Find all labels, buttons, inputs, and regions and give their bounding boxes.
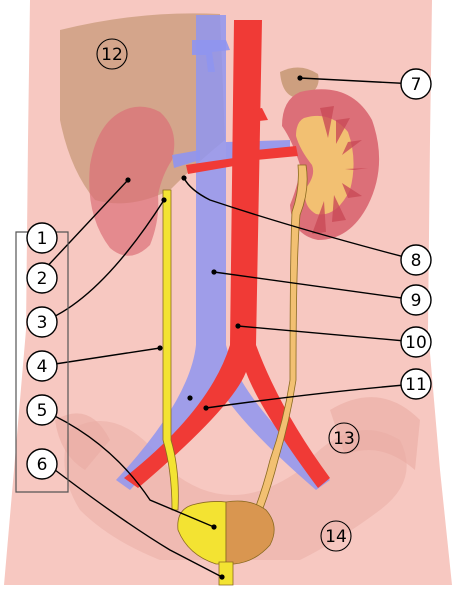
label-2: 2 [26, 262, 58, 294]
renal-pyramids [312, 106, 368, 234]
leader-dot [297, 75, 303, 81]
leader-dot [125, 177, 131, 183]
label-number: 2 [37, 269, 48, 289]
label-circle [26, 448, 58, 480]
renal-pyramid [342, 140, 362, 155]
label-number: 14 [325, 527, 347, 547]
label-circle [400, 368, 432, 400]
label-14: 14 [320, 520, 352, 552]
renal-vein-left [172, 150, 200, 168]
label-number: 10 [405, 333, 427, 353]
label-number: 1 [37, 229, 48, 249]
label-number: 13 [333, 429, 355, 449]
kidney-left-image [89, 106, 175, 256]
label-13: 13 [328, 422, 360, 454]
renal-pyramid [332, 195, 346, 222]
label-5: 5 [26, 394, 58, 426]
renal-pyramid [320, 106, 334, 138]
label-9: 9 [400, 284, 432, 316]
label-7: 7 [400, 68, 432, 100]
left-hip-shadow [55, 413, 110, 470]
label-circle [26, 262, 58, 294]
label-circle [96, 38, 128, 70]
leader-dot [187, 395, 193, 401]
inferior-vena-cava [116, 15, 330, 490]
label-6: 6 [26, 448, 58, 480]
leader-dot [203, 405, 209, 411]
leader-dot [211, 269, 217, 275]
leader-lines [41, 77, 417, 578]
renal-pyramid [336, 118, 350, 144]
label-circle [26, 394, 58, 426]
label-number: 5 [37, 401, 48, 421]
renal-artery-left [186, 158, 234, 174]
label-circle [400, 244, 432, 276]
leader-dot [211, 524, 217, 530]
label-10: 10 [400, 326, 432, 358]
label-circle [26, 222, 58, 254]
label-8: 8 [400, 244, 432, 276]
label-number: 6 [37, 455, 48, 475]
leader-dot [161, 197, 167, 203]
label-number: 3 [37, 313, 48, 333]
label-circle [328, 422, 360, 454]
right-hip-shadow [330, 397, 420, 470]
renal-pyramid [345, 168, 368, 170]
leader-dot [219, 574, 225, 580]
leader-dots [125, 75, 303, 580]
renal-artery-right [256, 146, 298, 160]
ureter-left-image [162, 189, 179, 511]
label-number: 12 [101, 45, 123, 65]
label-1: 1 [26, 222, 58, 254]
label-11: 11 [400, 368, 432, 400]
hepatic-vein [192, 40, 230, 72]
label-number: 9 [411, 291, 422, 311]
leader-dot [157, 345, 163, 351]
label-circle [400, 68, 432, 100]
urethra [218, 561, 234, 586]
label-circle [320, 520, 352, 552]
label-circle [26, 306, 58, 338]
kidney-right-image [282, 89, 380, 240]
label-circle [26, 350, 58, 382]
label-circle [400, 284, 432, 316]
label-number: 11 [405, 375, 427, 395]
celiac-artery [240, 108, 268, 136]
label-number: 8 [411, 251, 422, 271]
renal-pyramid [342, 183, 362, 198]
label-12: 12 [96, 38, 128, 70]
label-4: 4 [26, 350, 58, 382]
aorta [124, 20, 330, 488]
leader-dot [181, 175, 187, 181]
leader-dot [235, 323, 241, 329]
label-number: 7 [411, 75, 422, 95]
label-number: 4 [37, 357, 48, 377]
group-bracket [15, 231, 69, 493]
bladder-right-half [225, 500, 275, 565]
renal-pyramid [312, 201, 326, 234]
label-circle [400, 326, 432, 358]
label-3: 3 [26, 306, 58, 338]
